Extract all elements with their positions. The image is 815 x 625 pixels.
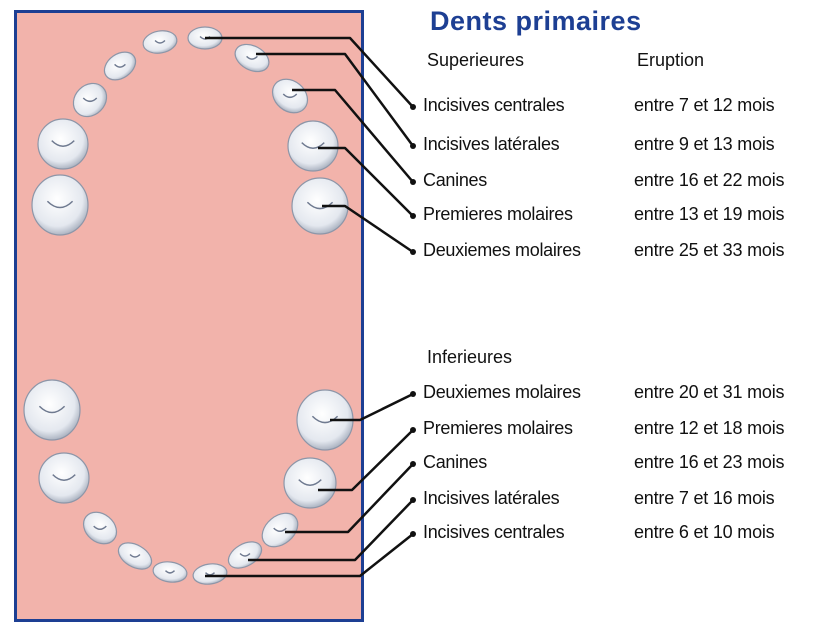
lower-row: Deuxiemes molaires entre 20 et 31 mois (0, 382, 815, 406)
lower-row: Canines entre 16 et 23 mois (0, 452, 815, 476)
tooth-name: Deuxiemes molaires (423, 240, 581, 261)
eruption-age: entre 20 et 31 mois (634, 382, 784, 403)
eruption-age: entre 7 et 12 mois (634, 95, 774, 116)
eruption-age: entre 16 et 23 mois (634, 452, 784, 473)
lower-row: Incisives centrales entre 6 et 10 mois (0, 522, 815, 546)
tooth-name: Incisives centrales (423, 522, 564, 543)
lower-central-incisor-left-tooth (152, 560, 188, 585)
upper-lateral-incisor-right-tooth (230, 39, 273, 77)
upper-lateral-incisor-left-tooth (99, 46, 141, 85)
eruption-age: entre 7 et 16 mois (634, 488, 774, 509)
eruption-heading: Eruption (637, 50, 704, 71)
diagram-title: Dents primaires (430, 6, 642, 37)
lower-central-incisor-right-tooth (192, 562, 228, 587)
eruption-age: entre 9 et 13 mois (634, 134, 774, 155)
eruption-age: entre 13 et 19 mois (634, 204, 784, 225)
tooth-name: Incisives latérales (423, 488, 559, 509)
upper-row: Canines entre 16 et 22 mois (0, 170, 815, 194)
lower-row: Incisives latérales entre 7 et 16 mois (0, 488, 815, 512)
lower-row: Premieres molaires entre 12 et 18 mois (0, 418, 815, 442)
upper-row: Premieres molaires entre 13 et 19 mois (0, 204, 815, 228)
tooth-name: Canines (423, 452, 487, 473)
tooth-name: Incisives centrales (423, 95, 564, 116)
lower-heading: Inferieures (427, 347, 512, 368)
upper-row: Incisives latérales entre 9 et 13 mois (0, 134, 815, 158)
upper-central-incisor-left-tooth (141, 28, 178, 56)
eruption-age: entre 6 et 10 mois (634, 522, 774, 543)
tooth-name: Premieres molaires (423, 204, 573, 225)
upper-heading: Superieures (427, 50, 524, 71)
upper-row: Deuxiemes molaires entre 25 et 33 mois (0, 240, 815, 264)
eruption-age: entre 25 et 33 mois (634, 240, 784, 261)
tooth-name: Canines (423, 170, 487, 191)
eruption-age: entre 16 et 22 mois (634, 170, 784, 191)
tooth-name: Deuxiemes molaires (423, 382, 581, 403)
tooth-name: Premieres molaires (423, 418, 573, 439)
upper-row: Incisives centrales entre 7 et 12 mois (0, 95, 815, 119)
eruption-age: entre 12 et 18 mois (634, 418, 784, 439)
tooth-name: Incisives latérales (423, 134, 559, 155)
